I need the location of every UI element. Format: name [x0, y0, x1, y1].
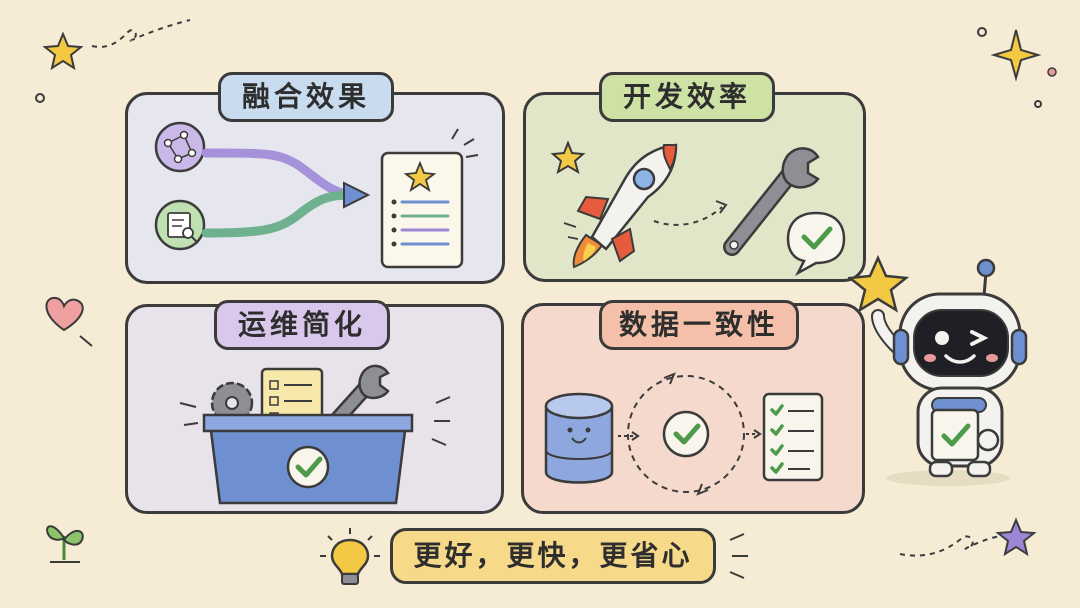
dot-decoration — [977, 27, 987, 37]
star-icon — [995, 517, 1037, 557]
dot-decoration — [1034, 100, 1042, 108]
panel-title-data-consistency: 数据一致性 — [599, 300, 799, 350]
panel-title-ops-simplified: 运维简化 — [214, 300, 390, 350]
dev-illustration — [550, 140, 846, 277]
panel-fusion — [125, 92, 505, 284]
database-icon — [544, 392, 614, 484]
dashed-swirl — [899, 535, 1001, 557]
dashed-arrow — [653, 206, 723, 226]
star-icon — [42, 31, 84, 71]
result-card — [380, 151, 464, 269]
merge-arrow-top — [201, 148, 355, 200]
sprout-icon — [46, 525, 84, 563]
heart-icon — [45, 296, 84, 332]
sync-cycle-icon — [627, 372, 745, 496]
robot-mascot — [848, 254, 1028, 486]
fusion-illustration — [154, 121, 479, 269]
graph-node-icon — [154, 121, 206, 173]
star-icon — [848, 254, 910, 313]
ops-illustration — [179, 364, 451, 505]
merge-arrow-bottom — [201, 190, 355, 238]
slogan-banner: 更好，更快，更省心 — [390, 528, 716, 584]
toolbox-icon — [202, 413, 414, 505]
dashed-swirl — [91, 19, 191, 48]
star-icon — [403, 160, 437, 193]
consistency-illustration — [544, 372, 824, 496]
panel-title-fusion: 融合效果 — [218, 72, 394, 122]
checklist-icon — [762, 392, 824, 482]
dot-decoration — [35, 93, 45, 103]
gear-icon — [210, 381, 254, 425]
lightbulb-icon — [320, 528, 380, 585]
dot-decoration — [1047, 67, 1057, 77]
check-bubble-icon — [786, 211, 846, 277]
panel-title-dev-efficiency: 开发效率 — [599, 72, 775, 122]
sparkle-icon — [990, 29, 1042, 82]
star-icon — [550, 140, 586, 175]
wrench-icon — [723, 147, 820, 256]
rocket-icon — [563, 143, 678, 269]
